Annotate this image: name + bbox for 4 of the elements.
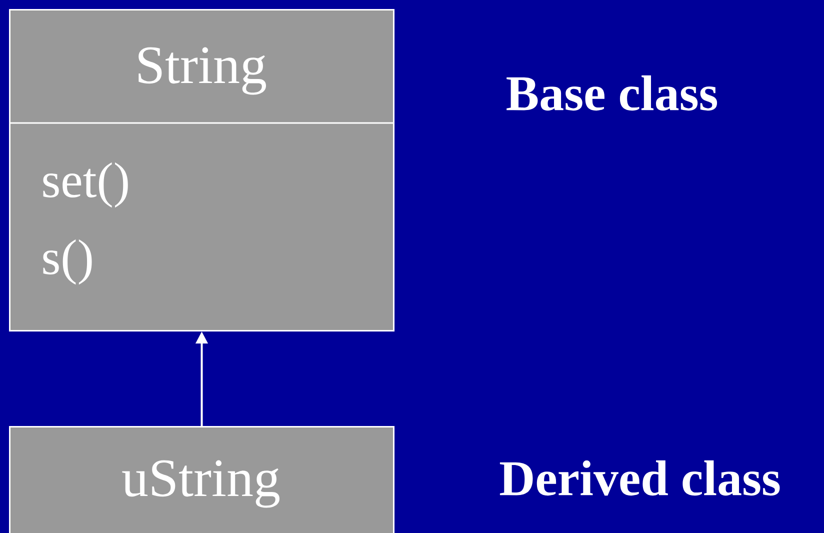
class-label: Base class — [506, 75, 718, 111]
class-label: Derived class — [500, 460, 780, 496]
class-box: uString — [9, 426, 394, 533]
class-box: String set() s() — [9, 9, 394, 332]
